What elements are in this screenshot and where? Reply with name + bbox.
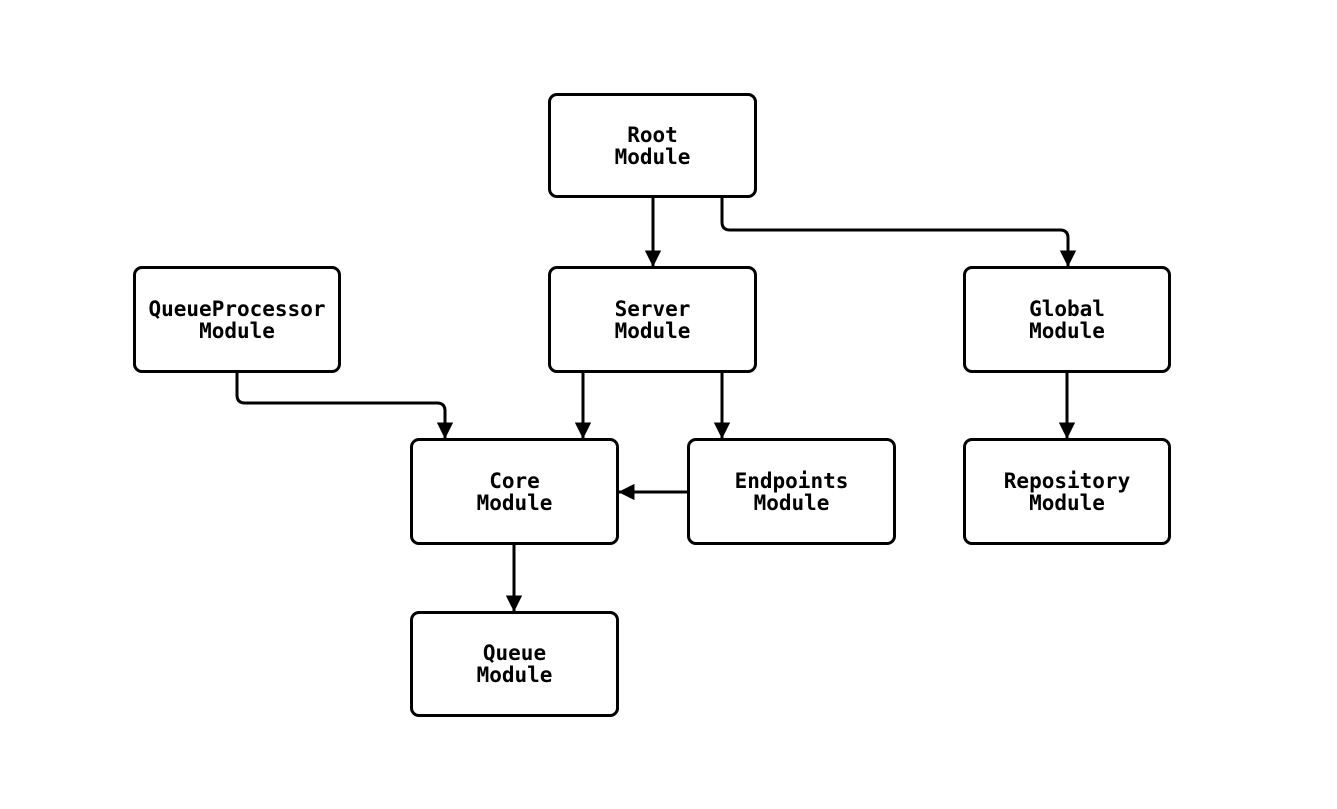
node-label-line: Server <box>614 296 691 321</box>
node-label-line: Queue <box>482 641 547 665</box>
node-label-line: Module <box>476 490 553 515</box>
node-label-line: Module <box>1029 318 1105 343</box>
node-label-line: Module <box>476 663 553 687</box>
node-label-line: Module <box>753 490 830 515</box>
edge-root-to-global <box>720 198 1077 267</box>
node-label-line: Module <box>199 318 275 343</box>
node-label-line: QueueProcessor <box>148 296 326 321</box>
node-label-line: Global <box>1029 296 1105 321</box>
node-label-line: Core <box>489 468 540 493</box>
node-label-line: Module <box>614 318 691 343</box>
node-label-line: Module <box>1029 490 1105 515</box>
node-label-line: Root <box>627 122 678 147</box>
edge-group <box>235 198 1077 612</box>
node-label-line: Repository <box>1003 468 1131 493</box>
node-label-line: Module <box>614 144 691 169</box>
edge-queue-processor-to-core <box>235 373 454 439</box>
node-label-line: Endpoints <box>734 468 849 493</box>
